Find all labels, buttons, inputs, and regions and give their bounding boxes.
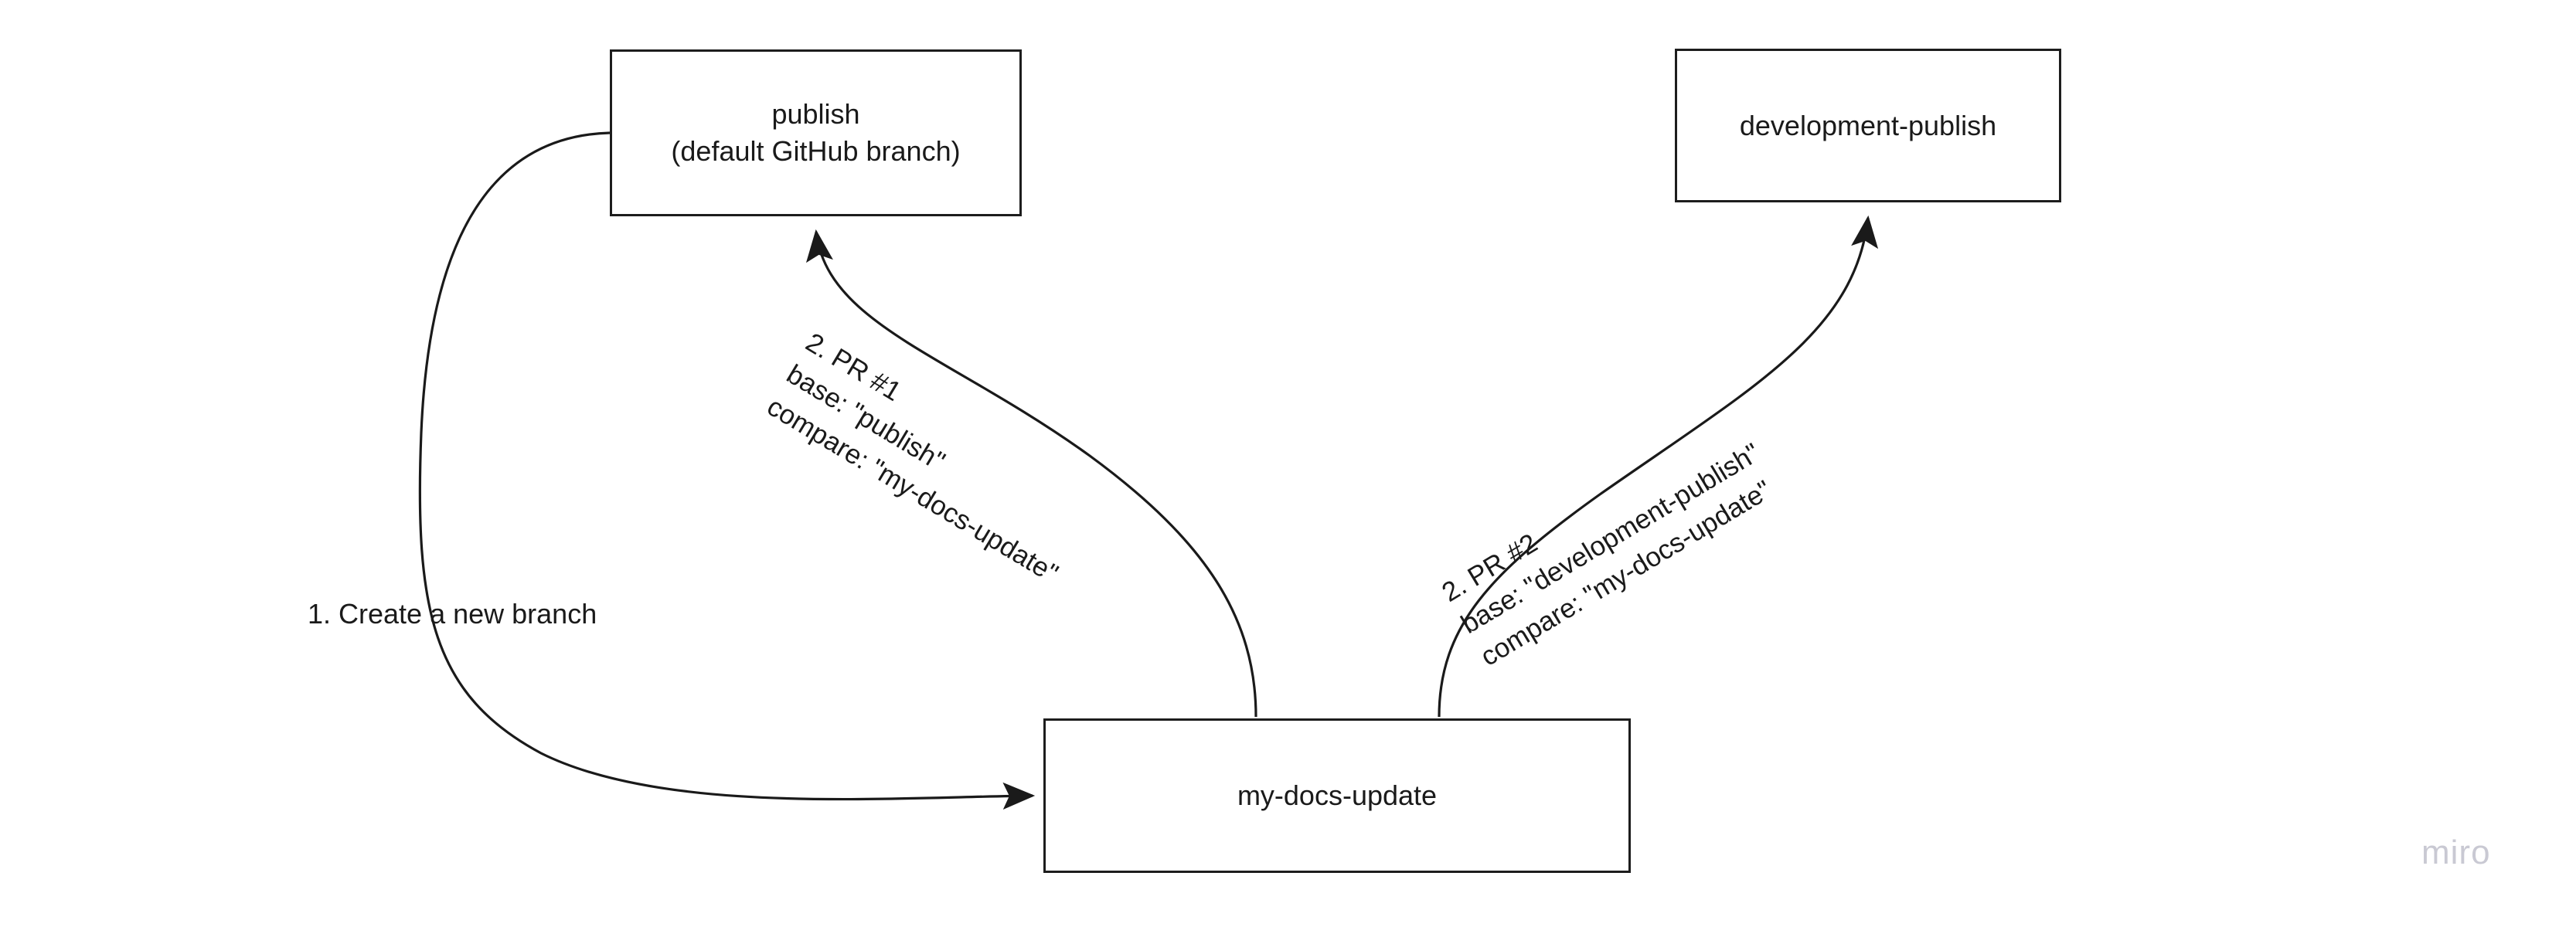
connector-pr2[interactable] — [1438, 215, 1879, 718]
node-publish[interactable]: publish (default GitHub branch) — [610, 49, 1022, 216]
node-development-publish[interactable]: development-publish — [1675, 49, 2061, 202]
connector-create-branch[interactable] — [418, 131, 1036, 810]
node-my-docs-update[interactable]: my-docs-update — [1043, 718, 1631, 873]
miro-watermark: miro — [2421, 834, 2491, 871]
edge-label-create-branch[interactable]: 1. Create a new branch — [308, 598, 597, 630]
connector-pr1[interactable] — [806, 229, 1257, 718]
